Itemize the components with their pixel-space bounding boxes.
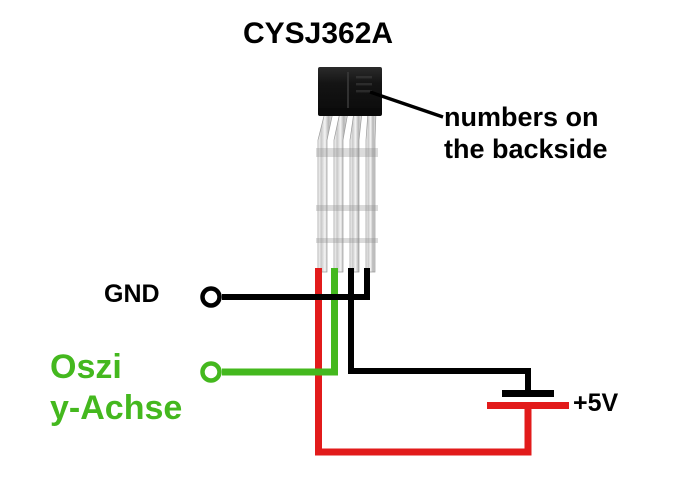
lead-3 xyxy=(349,111,363,273)
wire-green-signal xyxy=(222,290,338,376)
lead-tip-green xyxy=(331,268,338,298)
lead-tip-black-2 xyxy=(364,268,370,298)
sensor-leads xyxy=(316,111,378,273)
supply-voltage-label: +5V xyxy=(573,389,619,417)
battery-negative-plate xyxy=(502,390,554,397)
battery-symbol xyxy=(487,390,569,409)
package-backside-digits xyxy=(356,76,372,93)
lead-tips xyxy=(315,268,370,298)
oszi-terminal[interactable] xyxy=(200,361,222,383)
wire-black-battery-negative xyxy=(348,290,531,392)
lead-shading xyxy=(316,148,378,243)
package-body xyxy=(318,67,382,114)
lead-tip-black-1 xyxy=(348,268,354,298)
lead-2 xyxy=(333,111,349,273)
battery-positive-plate xyxy=(487,402,569,409)
lead-1 xyxy=(317,111,334,273)
callout-leader-line xyxy=(369,90,444,119)
callout-line-1: numbers on xyxy=(444,102,599,132)
oszi-line-2: y-Achse xyxy=(50,389,183,428)
package-shoulder xyxy=(318,108,382,116)
oszi-line-1: Oszi xyxy=(50,348,122,386)
page-title: CYSJ362A xyxy=(243,17,394,50)
lead-4 xyxy=(365,111,377,273)
lead-tip-red xyxy=(315,268,322,298)
sensor-package xyxy=(318,67,382,116)
gnd-terminal[interactable] xyxy=(200,286,222,308)
callout-line-2: the backside xyxy=(444,133,608,164)
gnd-label: GND xyxy=(104,280,160,308)
wire-black-gnd xyxy=(222,290,370,300)
